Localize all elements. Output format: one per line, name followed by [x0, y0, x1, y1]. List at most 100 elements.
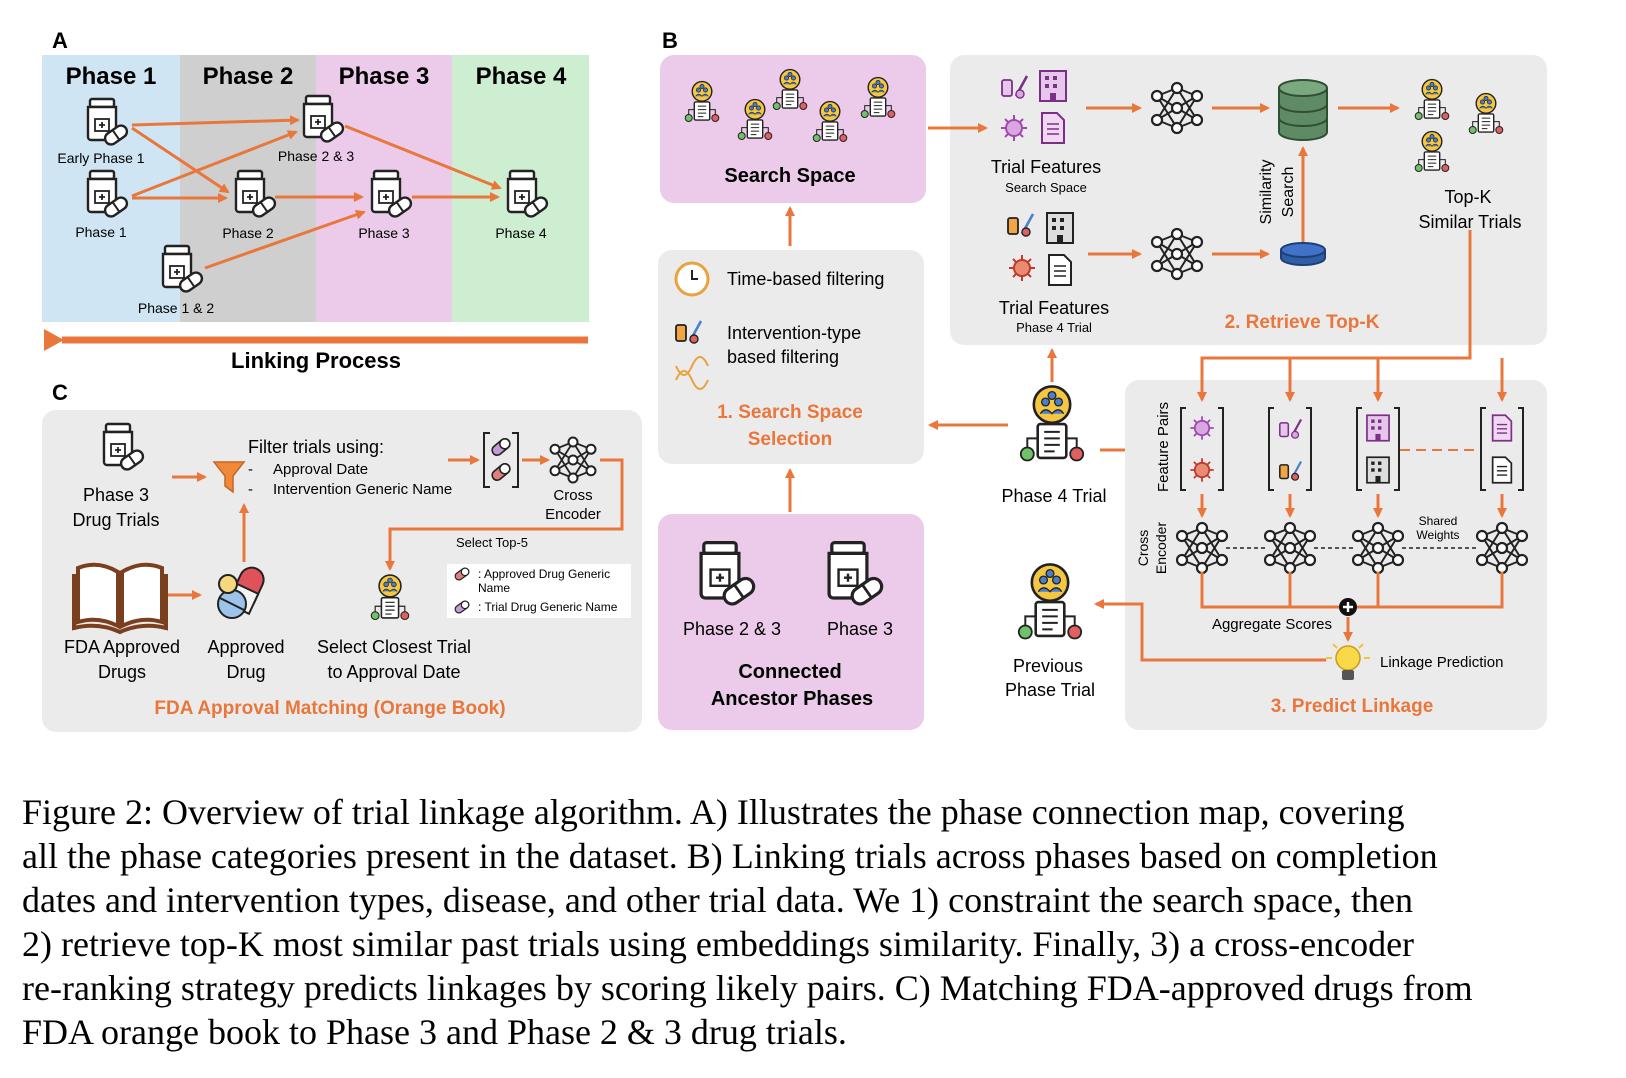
funnel-icon: [212, 461, 246, 494]
topk-line1: Top-K: [1444, 187, 1491, 207]
panel-a-label: A: [52, 28, 68, 53]
caption-line-1: Figure 2: Overview of trial linkage algo…: [22, 792, 1405, 832]
pair4-doc-icon: [1491, 414, 1513, 442]
panel-c-box: [42, 410, 642, 732]
caption-line-5: re-ranking strategy predicts linkages by…: [22, 968, 1473, 1008]
ancestor-title-line2: Ancestor Phases: [711, 688, 873, 710]
filter-title: Filter trials using:: [248, 437, 384, 457]
linking-process-label: Linking Process: [231, 348, 401, 373]
orange-book-icon: [72, 562, 168, 635]
vector-database-icon: [1278, 79, 1328, 141]
caption-line-4: 2) retrieve top-K most similar past tria…: [22, 924, 1415, 964]
phase3-label: Phase 3: [358, 225, 410, 241]
cross-encoder-label-group: Cross Encoder: [1135, 522, 1169, 574]
figure-caption: Figure 2: Overview of trial linkage algo…: [22, 790, 1612, 1054]
feature-pair-brackets: [1180, 407, 1524, 491]
filter-item-1: Approval Date: [273, 461, 368, 478]
phase12-label: Phase 1 & 2: [138, 300, 214, 316]
panel-a: A Phase 1 Phase 2 Phase 3 Phase 4 Early …: [42, 28, 589, 373]
previous-phase-trial-icon: [1017, 563, 1083, 640]
fda-drugs-line1: FDA Approved: [64, 637, 180, 657]
legend-approved-line2: Name: [478, 581, 510, 595]
phase1-label: Phase 1: [75, 224, 127, 240]
previous-trial-line2: Phase Trial: [1005, 680, 1095, 700]
b-topk-distribution-lines: [1200, 230, 1504, 394]
pair-to-encoder-arrows: [1197, 494, 1507, 518]
phase-connection-arrows: [131, 115, 502, 270]
ancestor-phase3-label: Phase 3: [827, 619, 893, 639]
query-embedding-icon: [1280, 242, 1326, 266]
early-phase1-label: Early Phase 1: [57, 150, 144, 166]
retrieve-topk-box: [950, 55, 1547, 345]
filter-time-label: Time-based filtering: [727, 269, 884, 289]
panel-b: B Search Space Time-based filtering Inte…: [658, 28, 1547, 730]
caption-line-2: all the phase categories present in the …: [22, 836, 1438, 876]
panel-c-title: FDA Approval Matching (Orange Book): [154, 698, 505, 719]
phase3-trials-line1: Phase 3: [83, 485, 149, 505]
search-space-label: Search Space: [724, 165, 855, 187]
phase4-trial-icon: [1019, 385, 1085, 462]
legend-approved-line1: : Approved Drug Generic: [478, 567, 610, 581]
select-closest-line2: to Approval Date: [327, 662, 460, 682]
b-topk-distribution-arrows: [1197, 380, 1507, 402]
filter-intervention-line1: Intervention-type: [727, 323, 861, 343]
pair3-building-dark-icon: [1366, 456, 1390, 484]
prediction-to-previous-arrow: [1094, 599, 1326, 662]
step3-label: 3. Predict Linkage: [1271, 696, 1434, 717]
feature-pairs-label: Feature Pairs: [1155, 402, 1172, 492]
pair3-building-icon: [1366, 414, 1390, 442]
pair4-doc-dark-icon: [1491, 456, 1513, 484]
cross-encoder-line1: Cross: [1135, 530, 1151, 567]
aggregate-plus-sign: [1343, 602, 1353, 612]
similarity-search-label: Similarity Search: [1258, 160, 1297, 225]
ancestor-phase23-label: Phase 2 & 3: [683, 619, 781, 639]
filter-item-2: Intervention Generic Name: [273, 481, 452, 498]
cross-encoder-line2: Encoder: [1153, 522, 1169, 574]
figure-diagram: A Phase 1 Phase 2 Phase 3 Phase 4 Early …: [42, 28, 1547, 732]
c-cross-encoder-line2: Encoder: [545, 506, 601, 523]
legend-trial-line: : Trial Drug Generic Name: [478, 600, 618, 614]
search-space-box: [660, 55, 926, 203]
pair-bracket: [483, 432, 519, 488]
feature-pairs-label-group: Feature Pairs: [1155, 402, 1172, 492]
phase4-trial-label: Phase 4 Trial: [1001, 486, 1106, 506]
phase2-header: Phase 2: [203, 63, 294, 90]
phase23-label: Phase 2 & 3: [278, 148, 354, 164]
phase3-header: Phase 3: [339, 63, 430, 90]
shared-weights-line1: Shared: [1419, 514, 1458, 528]
filtering-box: [658, 250, 924, 464]
approved-drug-line2: Drug: [226, 662, 265, 682]
filter-bullet-2: -: [248, 481, 253, 498]
approved-drug-line1: Approved: [207, 637, 284, 657]
similarity-line2: Search: [1280, 167, 1297, 218]
phase4-label: Phase 4: [495, 225, 547, 241]
caption-line-3: dates and intervention types, disease, a…: [22, 880, 1413, 920]
trial-features-top-sub: Search Space: [1005, 180, 1087, 195]
feature-doc-icon: [1041, 112, 1065, 144]
linkage-prediction-label: Linkage Prediction: [1380, 654, 1503, 671]
approved-drug-icon: [217, 566, 265, 619]
c-cross-encoder-line1: Cross: [553, 487, 592, 504]
lightbulb-icon: [1326, 643, 1370, 680]
panel-b-label: B: [662, 28, 678, 53]
clock-icon: [674, 261, 710, 297]
phase2-label: Phase 2: [222, 225, 274, 241]
aggregate-scores-label: Aggregate Scores: [1212, 616, 1332, 633]
ancestor-title-line1: Connected: [738, 661, 841, 683]
trial-features-bottom-label: Trial Features: [999, 298, 1109, 318]
filter-bullet-1: -: [248, 461, 253, 478]
phase1-header: Phase 1: [66, 63, 157, 90]
panel-c: C Phase 3 Drug Trials Filter trials usin…: [42, 380, 642, 732]
topk-line2: Similar Trials: [1418, 212, 1521, 232]
dna-icon: [675, 356, 709, 390]
caption-line-6: FDA orange book to Phase 3 and Phase 2 &…: [22, 1012, 847, 1052]
capsule-legend: [447, 564, 631, 618]
trial-features-bottom-sub: Phase 4 Trial: [1016, 320, 1092, 335]
phase4-header: Phase 4: [476, 63, 567, 90]
step1-line2: Selection: [748, 429, 832, 450]
feature-building-icon: [1039, 70, 1067, 102]
select-top5-label: Select Top-5: [456, 535, 528, 550]
predict-linkage-box: [1125, 380, 1547, 730]
feature-doc-dark-icon: [1048, 254, 1072, 286]
c-arrow-encoder-to-select: [385, 458, 624, 571]
